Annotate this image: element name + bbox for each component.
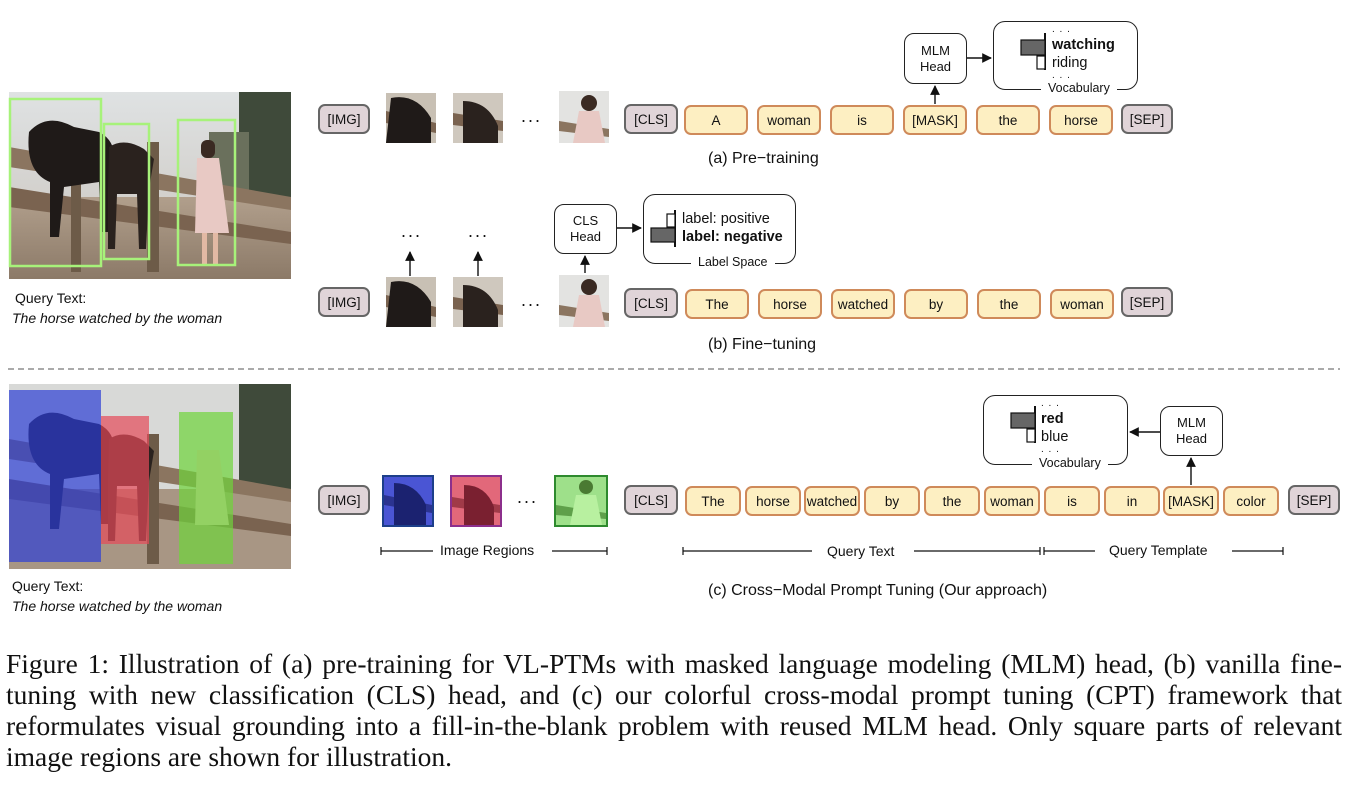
token-img-a: [IMG] [318, 104, 370, 134]
token-cls-c: [CLS] [624, 485, 678, 515]
mlm-head-a: MLM Head [904, 33, 967, 84]
cls-head-b-line2: Head [569, 229, 602, 244]
span-label-query-text: Query Text [825, 543, 897, 559]
query-label-top: Query Text: [15, 290, 87, 306]
token-img-c: [IMG] [318, 485, 370, 515]
token-c-2: horse [745, 486, 801, 516]
caption-c: (c) Cross−Modal Prompt Tuning (Our appro… [708, 582, 1048, 599]
region-thumb-c-red [450, 475, 502, 527]
token-c-6: woman [984, 486, 1040, 516]
vocab-a-word-1: watching [1052, 37, 1115, 53]
token-b-1: The [685, 289, 749, 319]
vocab-a-word-2: riding [1052, 55, 1088, 71]
ellipsis-c: ... [517, 487, 539, 507]
token-b-6: woman [1050, 289, 1114, 319]
span-label-query-template: Query Template [1107, 542, 1210, 558]
token-c-7: is [1044, 486, 1100, 516]
caption-b: (b) Fine−tuning [708, 336, 817, 353]
vocab-a-dots-bottom: . . . [1052, 70, 1071, 81]
token-c-mask: [MASK] [1163, 486, 1219, 516]
vocabulary-box-a [993, 21, 1138, 90]
grounding-boxes [8, 97, 237, 268]
caption-a: (a) Pre−training [708, 150, 819, 167]
token-c-1: The [685, 486, 741, 516]
region-thumb-a3 [559, 91, 609, 143]
region-thumb-b2 [453, 277, 503, 327]
token-img-b: [IMG] [318, 287, 370, 317]
scene-photo-colored [9, 384, 291, 569]
vocab-a-label: Vocabulary [1041, 81, 1117, 95]
token-a-6: horse [1049, 105, 1113, 135]
ellipsis-b-above-2: ... [468, 221, 490, 241]
token-cls-b: [CLS] [624, 288, 678, 318]
mlm-head-c-line1: MLM [1177, 415, 1206, 430]
region-thumb-c-green [554, 475, 608, 527]
token-c-5: the [924, 486, 980, 516]
mlm-head-c-line2: Head [1175, 431, 1208, 446]
cls-head-b-line1: CLS [572, 213, 599, 228]
vocabulary-box-c [983, 395, 1128, 465]
token-a-mask: [MASK] [903, 105, 967, 135]
token-cls-a: [CLS] [624, 104, 678, 134]
token-b-4: by [904, 289, 968, 319]
token-sep-a: [SEP] [1121, 104, 1173, 134]
span-label-image-regions: Image Regions [438, 542, 537, 558]
token-b-5: the [977, 289, 1041, 319]
token-c-4: by [864, 486, 920, 516]
token-sep-b: [SEP] [1121, 287, 1173, 317]
vocab-a-dots-top: . . . [1052, 24, 1071, 35]
figure-caption: Figure 1: Illustration of (a) pre-traini… [6, 648, 1342, 772]
ellipsis-a: ... [521, 106, 543, 126]
token-c-8: in [1104, 486, 1160, 516]
query-label-bottom: Query Text: [12, 578, 84, 594]
region-thumb-b3 [559, 275, 609, 327]
token-sep-c: [SEP] [1288, 485, 1340, 515]
ellipsis-b-above-1: ... [401, 221, 423, 241]
token-a-3: is [830, 105, 894, 135]
mlm-head-a-line1: MLM [921, 42, 950, 58]
vocab-c-label: Vocabulary [1032, 456, 1108, 470]
mlm-head-a-line2: Head [919, 58, 952, 74]
vocab-c-dots-top: . . . [1041, 398, 1060, 409]
region-thumb-c-blue [382, 475, 434, 527]
ellipsis-b: ... [521, 290, 543, 310]
token-a-2: woman [757, 105, 821, 135]
region-thumb-a2 [453, 93, 503, 143]
token-a-1: A [684, 105, 748, 135]
token-c-10: color [1223, 486, 1279, 516]
token-b-2: horse [758, 289, 822, 319]
query-text-top: The horse watched by the woman [12, 310, 223, 326]
token-b-3: watched [831, 289, 895, 319]
label-b-item-2: label: negative [682, 229, 783, 245]
query-text-bottom: The horse watched by the woman [12, 598, 223, 614]
label-space-label: Label Space [691, 255, 775, 269]
region-thumb-a1 [386, 93, 436, 143]
label-b-item-1: label: positive [682, 211, 770, 227]
mlm-head-c: MLM Head [1160, 406, 1223, 456]
cls-head-b: CLS Head [554, 204, 617, 254]
vocab-c-word-1: red [1041, 411, 1064, 427]
vocab-c-word-2: blue [1041, 429, 1069, 445]
token-a-5: the [976, 105, 1040, 135]
region-thumb-b1 [386, 277, 436, 327]
vocab-c-dots-bottom: . . . [1041, 444, 1060, 455]
token-c-3: watched [804, 486, 860, 516]
